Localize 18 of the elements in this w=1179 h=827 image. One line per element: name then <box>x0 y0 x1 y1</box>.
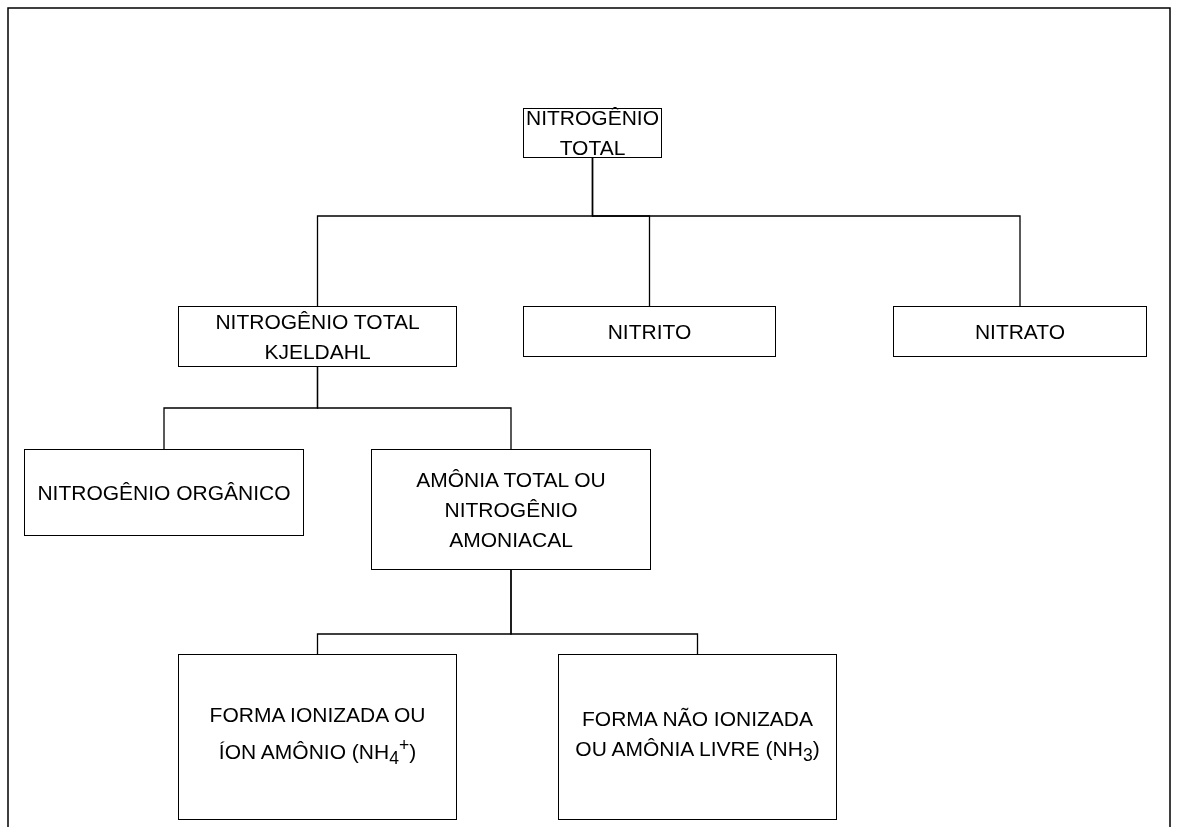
category-box <box>523 306 776 357</box>
category-box <box>178 306 457 367</box>
box-label: NITROGÊNIO TOTAL KJELDAHL <box>214 308 421 365</box>
category-box <box>558 654 837 820</box>
connector-line <box>591 157 1021 307</box>
box-label: NITROGÊNIO ORGÂNICO <box>37 479 291 506</box>
box-label: FORMA NÃO IONIZADA OU AMÔNIA LIVRE (NH$_{3}$) <box>574 705 821 768</box>
category-box <box>371 449 651 570</box>
box-label: NITROGÊNIO TOTAL <box>526 105 659 161</box>
connector-line <box>316 366 512 450</box>
connector-line <box>510 569 699 655</box>
box-label: NITRATO <box>974 318 1066 345</box>
box-label: AMÔNIA TOTAL OU NITROGÊNIO AMONIACAL <box>415 466 607 553</box>
box-label: NITRITO <box>607 318 692 345</box>
category-box <box>178 654 457 820</box>
box-label: FORMA IONIZADA OU ÍON AMÔNIO (NH$_{4}$$^{+}$) <box>208 702 427 771</box>
category-box <box>893 306 1147 357</box>
category-box <box>24 449 304 536</box>
